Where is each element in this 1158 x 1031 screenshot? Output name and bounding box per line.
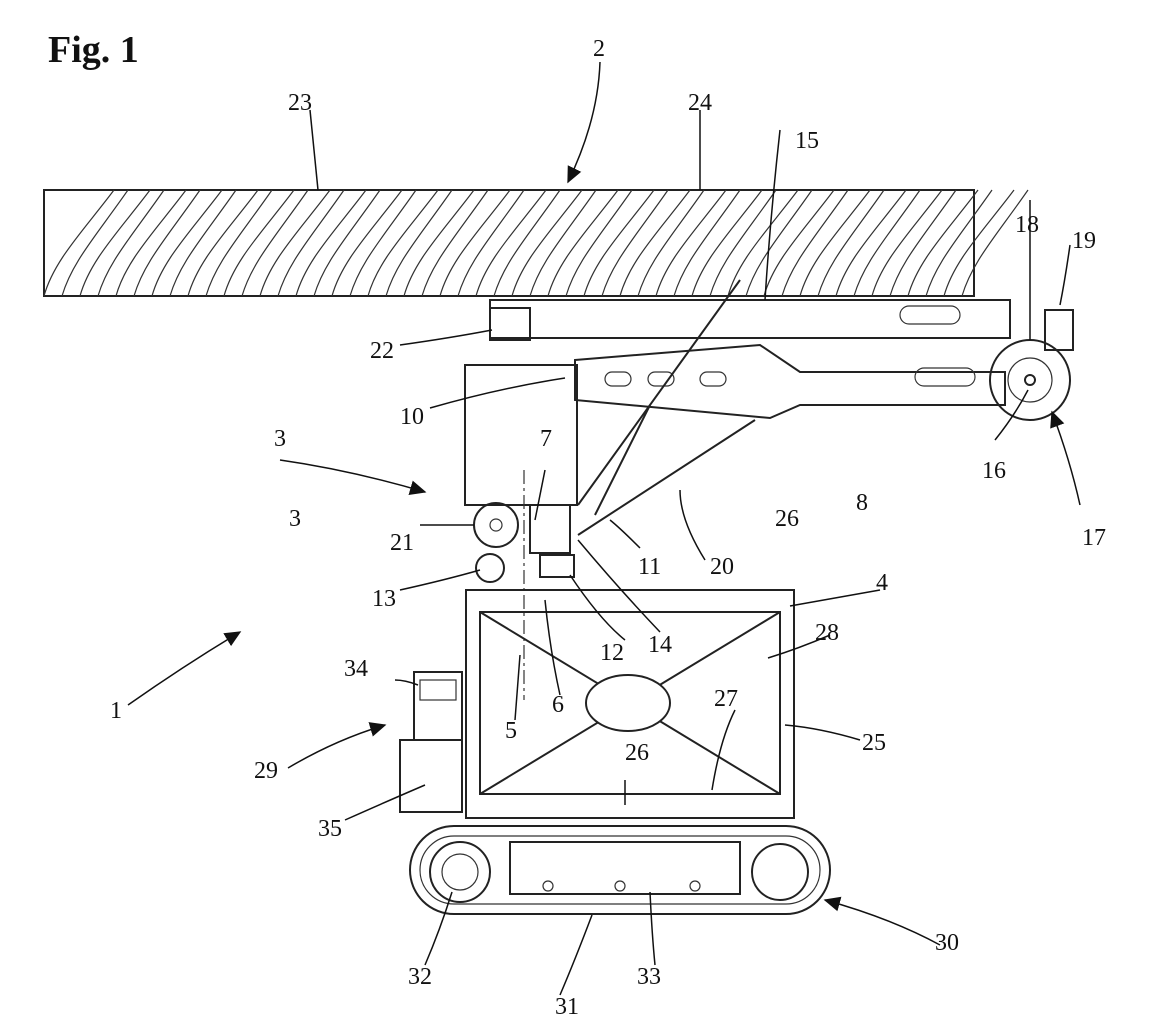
ref-14: 14 <box>648 632 672 658</box>
lower-arm <box>575 345 1005 418</box>
ref-29: 29 <box>254 758 278 784</box>
upper-arm <box>490 300 1010 338</box>
ref-18: 18 <box>1015 212 1039 238</box>
ref-22: 22 <box>370 338 394 364</box>
ref-17: 17 <box>1082 525 1106 551</box>
ref-15: 15 <box>795 128 819 154</box>
ref-34: 34 <box>344 656 368 682</box>
ref-33: 33 <box>637 964 661 990</box>
ref-28: 28 <box>815 620 839 646</box>
ref-30: 30 <box>935 930 959 956</box>
ref-13: 13 <box>372 586 396 612</box>
ref-26b: 26 <box>625 740 649 766</box>
ref-24: 24 <box>688 90 712 116</box>
reference-numerals: 1 2 3 3 4 5 6 7 8 10 11 12 13 14 15 16 1… <box>110 36 1106 1020</box>
ref-5: 5 <box>505 718 517 744</box>
ref-10: 10 <box>400 404 424 430</box>
ref-7: 7 <box>540 426 552 452</box>
ref-11: 11 <box>638 554 661 580</box>
ref-27: 27 <box>714 686 738 712</box>
chassis-frame <box>466 590 794 818</box>
turntable <box>540 555 574 577</box>
screw-rotor <box>44 190 1028 296</box>
ref-25: 25 <box>862 730 886 756</box>
end-pulley <box>990 310 1073 420</box>
ref-6: 6 <box>552 692 564 718</box>
ref-23: 23 <box>288 90 312 116</box>
ref-3a: 3 <box>274 426 286 452</box>
crawler-track <box>410 826 830 914</box>
ref-1: 1 <box>110 698 122 724</box>
rollers <box>474 308 530 582</box>
leader-lines <box>128 62 1080 995</box>
ref-4: 4 <box>876 570 888 596</box>
column <box>465 365 577 700</box>
ref-19: 19 <box>1072 228 1096 254</box>
ref-3b: 3 <box>289 506 301 532</box>
ref-8: 8 <box>856 490 868 516</box>
ref-21: 21 <box>390 530 414 556</box>
ref-12: 12 <box>600 640 624 666</box>
ref-2: 2 <box>593 36 605 62</box>
ref-26a: 26 <box>775 506 799 532</box>
ref-31: 31 <box>555 994 579 1020</box>
ref-16: 16 <box>982 458 1006 484</box>
ref-32: 32 <box>408 964 432 990</box>
figure-title: Fig. 1 <box>48 29 139 71</box>
ref-20: 20 <box>710 554 734 580</box>
ref-35: 35 <box>318 816 342 842</box>
